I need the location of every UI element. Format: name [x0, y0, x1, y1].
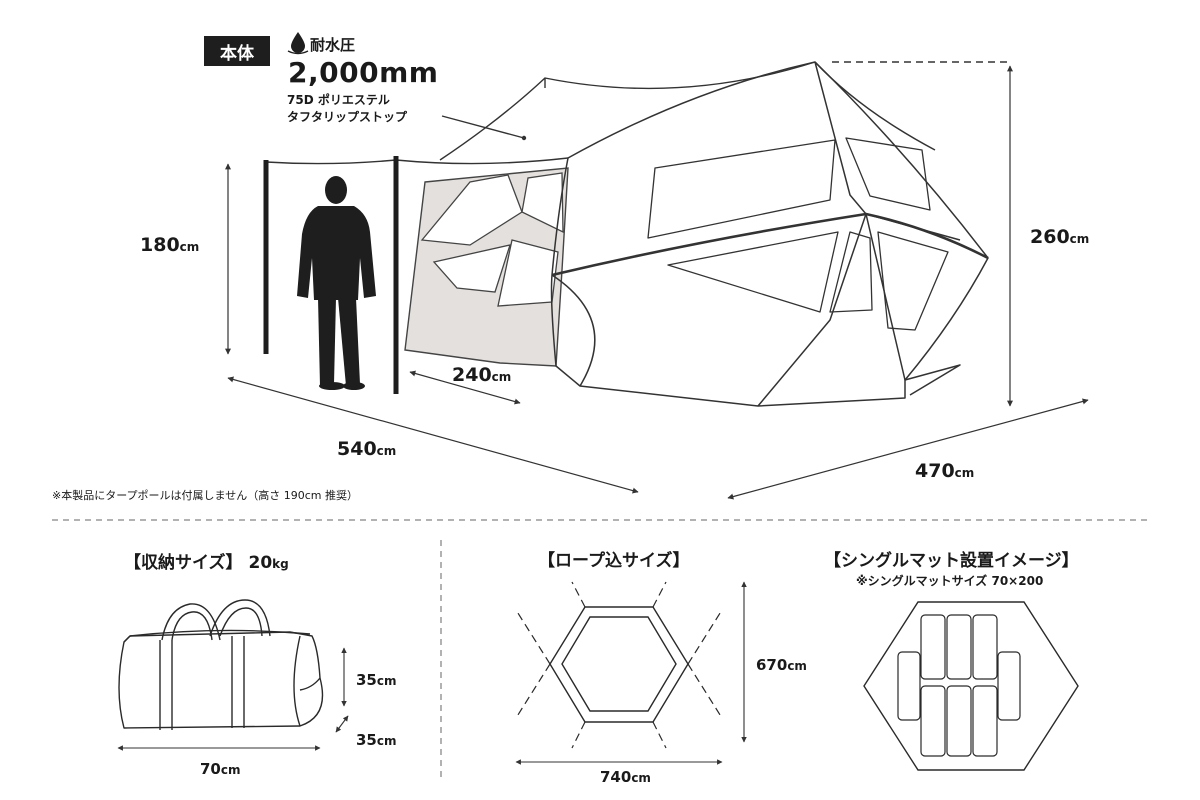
rope-footprint-diagram [515, 581, 723, 749]
fabric-spec: 75D ポリエステル タフタリップストップ [287, 92, 407, 126]
tent-body [550, 61, 989, 407]
person-silhouette-icon [297, 176, 376, 390]
dim-label-470: 470cm [915, 460, 975, 482]
dim-arrow-540 [227, 376, 639, 494]
dim-label-180: 180cm [140, 234, 200, 256]
bag-height-label: 35cm [356, 671, 397, 689]
main-body-badge: 本体 [204, 36, 270, 66]
rope-height-label: 670cm [756, 656, 807, 674]
dim-label-240: 240cm [452, 364, 512, 386]
rope-width-label: 740cm [600, 768, 651, 786]
fabric-line-1: 75D ポリエステル [287, 93, 390, 107]
dim-label-260: 260cm [1030, 226, 1090, 248]
storage-title: 【収納サイズ】20kg [124, 553, 289, 573]
tarp-panel [404, 167, 569, 367]
fabric-line-2: タフタリップストップ [287, 110, 408, 124]
bag-width-label: 70cm [200, 760, 241, 778]
dim-label-540: 540cm [337, 438, 397, 460]
storage-bag-illustration [118, 599, 324, 730]
pole-note: ※本製品にタープポールは付属しません（高さ 190cm 推奨） [52, 489, 358, 502]
mat-layout-diagram [863, 601, 1079, 771]
mat-subtitle: ※シングルマットサイズ 70×200 [856, 574, 1044, 588]
mat-title: 【シングルマット設置イメージ】 [824, 551, 1079, 571]
waterproof-label: 耐水圧 [310, 36, 356, 54]
bag-depth-label: 35cm [356, 731, 397, 749]
rope-title: 【ロープ込サイズ】 [538, 551, 690, 571]
dim-arrow-bag-depth [335, 715, 349, 733]
water-drop-icon [287, 32, 309, 55]
waterproof-value: 2,000mm [288, 56, 439, 89]
dim-arrow-470 [727, 398, 1089, 500]
